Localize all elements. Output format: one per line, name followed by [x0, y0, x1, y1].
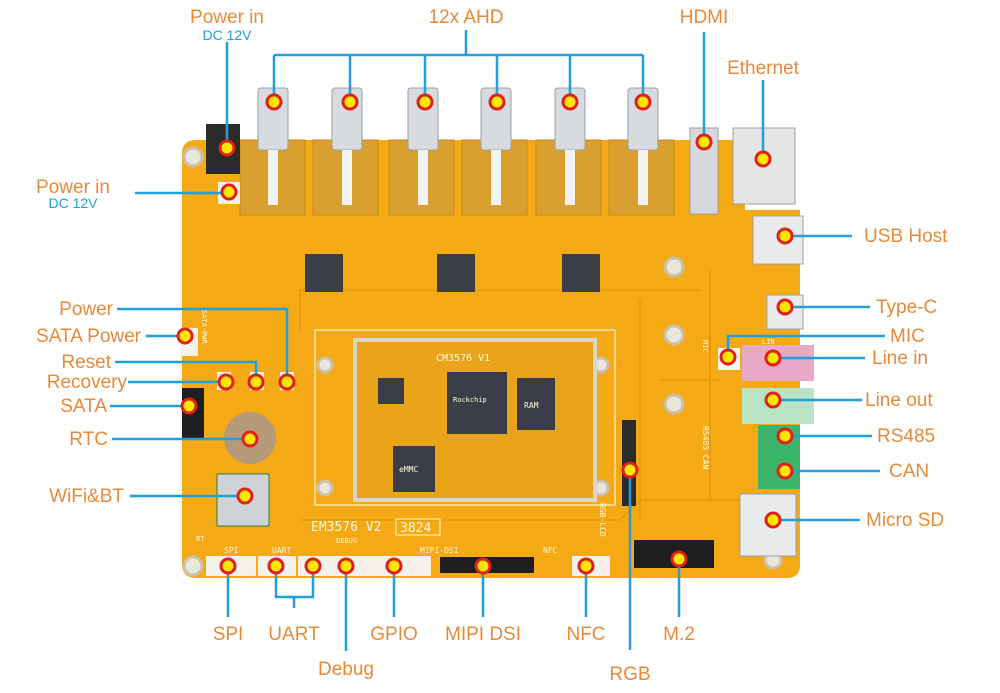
marker-line-in [764, 349, 782, 367]
marker-debug [337, 557, 355, 575]
marker-gpio [385, 557, 403, 575]
marker-ahd-3 [416, 93, 434, 111]
marker-power-in-top [218, 139, 236, 157]
soc-chip [447, 372, 507, 434]
label-m2: M.2 [663, 624, 695, 645]
emmc-chip [393, 446, 435, 492]
silk-sata-pwr: SATA-PWR [200, 310, 208, 345]
label-hdmi: HDMI [679, 7, 729, 28]
marker-spi [219, 557, 237, 575]
label-ahd: 12x AHD [428, 7, 504, 28]
marker-uart-2 [304, 557, 322, 575]
label-sata-power: SATA Power [36, 326, 141, 347]
marker-m2 [670, 550, 688, 568]
label-rtc: RTC [69, 429, 108, 450]
marker-ahd-1 [265, 93, 283, 111]
label-reset: Reset [61, 352, 111, 373]
marker-mipi-dsi [474, 557, 492, 575]
marker-sata [180, 397, 198, 415]
label-sata: SATA [60, 396, 107, 417]
pmic-chip [378, 378, 404, 404]
label-debug: Debug [318, 659, 374, 680]
sata-connector [182, 388, 204, 440]
marker-nfc [577, 557, 595, 575]
bnc-connectors [239, 87, 675, 216]
marker-wifi-bt [236, 487, 254, 505]
marker-power [278, 373, 296, 391]
label-rgb: RGB [609, 664, 651, 685]
label-micro-sd: Micro SD [866, 510, 945, 531]
marker-power-in-left [220, 183, 238, 201]
marker-type-c [776, 298, 794, 316]
silk-soc: Rockchip [453, 396, 487, 404]
marker-line-out [764, 391, 782, 409]
marker-ahd-4 [488, 93, 506, 111]
som-outline [314, 329, 616, 506]
label-power: Power [59, 299, 113, 320]
marker-usb-host [776, 227, 794, 245]
silk-ram: RAM [524, 401, 539, 410]
sublabel-power-in-top: DC 12V [202, 27, 252, 43]
silk-rs485: RS485 CAN [701, 426, 710, 470]
marker-ethernet [754, 150, 772, 168]
label-spi: SPI [212, 624, 244, 645]
marker-sata-power [176, 327, 194, 345]
label-power-in-top: Power in [190, 7, 264, 28]
label-gpio: GPIO [370, 624, 418, 645]
marker-rtc [241, 430, 259, 448]
label-can: CAN [889, 461, 930, 482]
label-wifi-bt: WiFi&BT [49, 486, 124, 507]
marker-recovery [217, 373, 235, 391]
silk-mic: MIC [701, 340, 709, 353]
label-usb-host: USB Host [864, 226, 948, 247]
ahd-chip-1 [305, 254, 343, 292]
silk-rgb: RGB-LCD [598, 503, 607, 537]
marker-can [776, 462, 794, 480]
silk-nfc: NFC [543, 546, 558, 555]
label-line-out: Line out [865, 390, 933, 411]
silk-mipi: MIPI-DSI [420, 546, 459, 555]
silk-lin: LIN [762, 338, 775, 346]
silk-version-box [395, 518, 441, 536]
silk-spi: SPI [224, 546, 239, 555]
silk-module: CM3576 V1 [436, 353, 490, 364]
label-rs485: RS485 [877, 426, 936, 447]
label-line-in: Line in [872, 348, 928, 369]
silk-model: EM3576 V2 [311, 520, 381, 535]
marker-micro-sd [764, 511, 782, 529]
marker-uart-1 [267, 557, 285, 575]
label-power-in-left: Power in [36, 177, 110, 198]
mounting-holes [182, 146, 783, 577]
marker-ahd-2 [341, 93, 359, 111]
label-type-c: Type-C [876, 297, 938, 318]
silk-emmc: eMMC [399, 465, 418, 474]
marker-hdmi [695, 133, 713, 151]
label-recovery: Recovery [46, 372, 127, 393]
ram-chip [517, 378, 555, 430]
label-mic: MIC [890, 326, 925, 347]
sublabel-power-in-left: DC 12V [48, 195, 98, 211]
label-mipi-dsi: MIPI DSI [444, 624, 522, 645]
marker-rs485 [776, 427, 794, 445]
marker-mic [719, 348, 737, 366]
marker-reset [247, 373, 265, 391]
silk-bt: BT [196, 535, 205, 543]
ahd-chip-2 [437, 254, 475, 292]
ahd-chip-3 [562, 254, 600, 292]
label-uart: UART [268, 624, 320, 645]
marker-ahd-6 [634, 93, 652, 111]
markers [176, 93, 794, 575]
marker-rgb [621, 461, 639, 479]
silk-debug: DEBUG [336, 537, 357, 545]
silk-uart: UART [272, 546, 291, 555]
label-nfc: NFC [566, 624, 606, 645]
marker-ahd-5 [561, 93, 579, 111]
silk-version: 3824 [400, 521, 431, 536]
label-ethernet: Ethernet [727, 58, 799, 79]
